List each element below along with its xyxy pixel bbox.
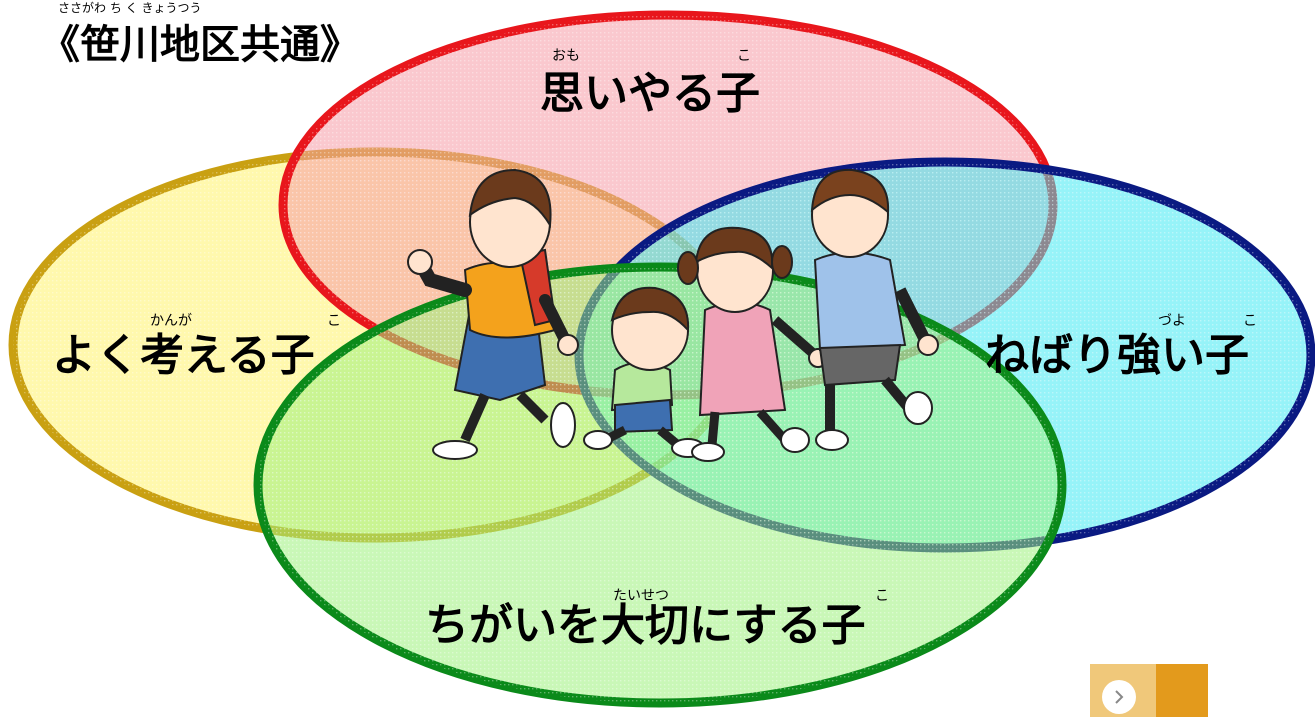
label-value-differences-ruby-1: たいせつ — [613, 588, 669, 604]
label-value-differences-text: ちがいを大切にする子 — [425, 600, 865, 651]
label-persistent: づよ こ ねばり強い子 — [985, 313, 1257, 381]
label-think-well-ruby-1: かんが — [150, 313, 192, 329]
label-think-well-ruby-2: こ — [327, 313, 341, 329]
child-girl-orange — [407, 168, 579, 460]
page-title-text: 《笹川地区共通》 — [40, 22, 360, 68]
next-slide-button[interactable] — [1090, 664, 1208, 717]
label-value-differences: たいせつ こ ちがいを大切にする子 — [425, 588, 889, 651]
page-title: ささがわ ち く きょうつう 《笹川地区共通》 — [40, 0, 360, 68]
label-caring-ruby-2: こ — [737, 48, 751, 64]
label-caring-ruby-1: おも — [552, 48, 580, 64]
child-boy-blue — [810, 168, 939, 451]
label-persistent-ruby-2: こ — [1243, 313, 1257, 329]
label-persistent-ruby-1: づよ — [1158, 313, 1186, 329]
child-girl-pink — [677, 226, 828, 462]
label-caring-text: 思いやる子 — [540, 68, 760, 119]
label-think-well: かんが こ よく考える子 — [52, 313, 341, 381]
label-caring: おも こ 思いやる子 — [540, 48, 760, 119]
child-boy-small — [583, 286, 705, 458]
page-title-ruby: ささがわ ち く きょうつう — [58, 0, 201, 15]
label-persistent-text: ねばり強い子 — [985, 330, 1249, 381]
walking-children-illustration — [407, 168, 939, 462]
chevron-right-icon — [1102, 680, 1136, 714]
label-value-differences-ruby-2: こ — [875, 588, 889, 604]
next-button-tab — [1156, 664, 1208, 717]
label-think-well-text: よく考える子 — [52, 330, 315, 381]
